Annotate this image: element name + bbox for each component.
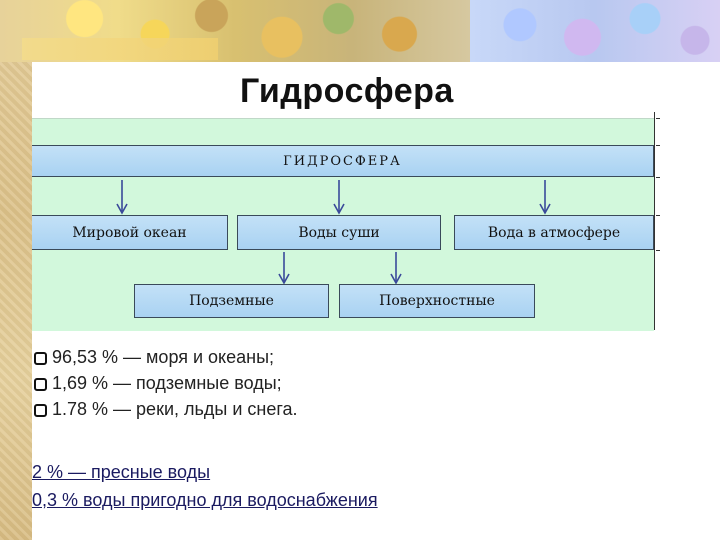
edge-tick bbox=[656, 215, 660, 216]
decorative-header-banner bbox=[0, 0, 720, 62]
list-item-text: 96,53 % — моря и океаны; bbox=[52, 346, 275, 367]
flower-image-banner bbox=[470, 0, 720, 62]
list-item: 1,69 % — подземные воды; bbox=[34, 370, 298, 396]
fresh-water-link[interactable]: 2 % — пресные воды bbox=[32, 461, 211, 482]
checkbox-bullet-icon bbox=[34, 351, 47, 365]
box-world-ocean: Мировой океан bbox=[32, 215, 228, 250]
percent-list: 96,53 % — моря и океаны; 1,69 % — подзем… bbox=[34, 344, 298, 422]
slide-title: Гидросфера bbox=[240, 72, 454, 110]
list-item: 1.78 % — реки, льды и снега. bbox=[34, 396, 298, 422]
diagram-root-box: ГИДРОСФЕРА bbox=[32, 145, 654, 177]
checkbox-bullet-icon bbox=[34, 403, 47, 417]
arrow-head bbox=[278, 273, 290, 285]
box-underground: Подземные bbox=[134, 284, 329, 318]
box-atmosphere-water: Вода в атмосфере bbox=[454, 215, 654, 250]
box-land-waters: Воды суши bbox=[237, 215, 441, 250]
fresh-water-links: 2 % — пресные воды 0,3 % воды пригодно д… bbox=[32, 458, 378, 514]
edge-tick bbox=[656, 118, 660, 119]
edge-tick bbox=[656, 250, 660, 251]
box-surface: Поверхностные bbox=[339, 284, 535, 318]
arrow-head bbox=[333, 203, 345, 215]
decorative-left-strip bbox=[0, 0, 32, 540]
list-item: 96,53 % — моря и океаны; bbox=[34, 344, 298, 370]
edge-tick bbox=[656, 145, 660, 146]
arrow-head bbox=[390, 273, 402, 285]
arrow-head bbox=[116, 203, 128, 215]
checkbox-bullet-icon bbox=[34, 377, 47, 391]
banner-accent bbox=[22, 38, 218, 60]
drinking-water-link[interactable]: 0,3 % воды пригодно для водоснабжения bbox=[32, 489, 378, 510]
arrow-head bbox=[539, 203, 551, 215]
list-item-text: 1.78 % — реки, льды и снега. bbox=[52, 398, 298, 419]
diagram-right-edge bbox=[654, 112, 661, 330]
edge-tick bbox=[656, 177, 660, 178]
list-item-text: 1,69 % — подземные воды; bbox=[52, 372, 282, 393]
